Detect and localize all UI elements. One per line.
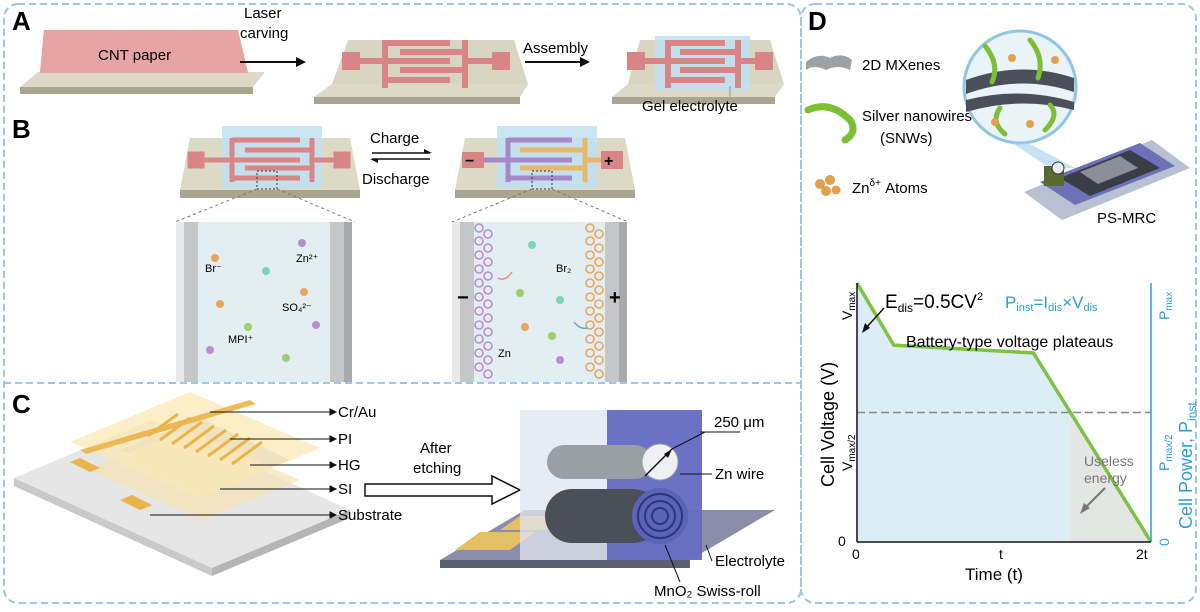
ion-mpi: MPI⁺ [228,334,254,346]
energy-formula: Edis=0.5CV2 [885,291,983,315]
ion-so4: SO₄²⁻ [282,302,312,314]
plus-terminal: + [604,153,613,170]
etching-arrow [364,474,522,506]
assembled-device-slab [612,36,784,104]
device-label: PS-MRC [1097,210,1156,227]
assembly-label: Assembly [523,40,589,57]
x-axis-label: Time (t) [965,565,1023,584]
legend-snw-1: Silver nanowires [862,108,972,125]
gel-electrolyte-label: Gel electrolyte [642,98,738,115]
layered-device [14,392,350,576]
swiss-roll-device [440,410,775,568]
legend-zn: Znδ+ Atoms [852,178,928,197]
swiss-roll-label: MnO₂ Swiss-roll [654,583,761,600]
laser-label-1: Laser [244,5,282,22]
mxene-icon [806,55,852,70]
legend-snw-2: (SNWs) [880,130,933,147]
layer-leaders [150,408,338,519]
x-tick-0: 0 [852,546,860,562]
ion-zn-metal: Zn [498,348,511,360]
panel-label-b: B [12,114,31,144]
y-tick-right-0: 0 [1156,538,1172,546]
arrow-assembly [525,57,590,67]
swiss-roll-leader [664,544,681,583]
electrolyte-label: Electrolyte [715,553,785,570]
layer-hg: HG [338,457,361,474]
legend-mxenes: 2D MXenes [862,57,940,74]
power-formula: Pinst=Idis×Vdis [1005,293,1098,314]
electrolyte-leader [705,544,713,562]
charge-label: Charge [370,130,419,147]
layer-si: SI [338,481,352,498]
magnified-structure [962,29,1078,168]
cell-discharged [176,222,352,382]
cell-plus-sign: + [609,287,621,309]
x-tick-t: t [999,546,1003,562]
y-tick-right-max: Pmax [1156,292,1175,320]
laser-label-2: carving [240,25,288,42]
ps-mrc-device [1024,140,1190,220]
device-charged: − + [455,126,635,198]
device-discharged [180,126,360,198]
etch-label-1: After [420,440,452,457]
chart-annotations: Edis=0.5CV2 Pinst=Idis×Vdis Battery-type… [862,291,1134,514]
y-axis-left-label: Cell Voltage (V) [818,362,838,487]
y-tick-left-0: 0 [838,533,846,549]
panel-label-c: C [12,389,31,419]
cnt-paper-label: CNT paper [98,47,171,64]
cell-chart: Edis=0.5CV2 Pinst=Idis×Vdis Battery-type… [818,282,1199,584]
panel-label-a: A [12,6,31,36]
cell-charged [452,222,627,382]
cell-minus-sign: − [457,287,469,309]
plateau-label: Battery-type voltage plateaus [906,334,1113,351]
layer-substrate: Substrate [338,507,402,524]
frame-d [800,3,1197,604]
ion-br2: Br₂ [556,263,571,275]
zoom-lines [174,188,629,223]
cnt-paper-slab [20,30,265,94]
arrow-laser [240,57,306,67]
zn-atoms-icon [815,175,841,196]
voltage-discharge-curve [855,282,1153,543]
etch-label-2: etching [413,460,461,477]
y-tick-left-max: Vmax [839,292,858,320]
discharge-label: Discharge [362,171,430,188]
useless-energy-label-2: energy [1084,470,1127,486]
layer-pi: PI [338,431,352,448]
charge-discharge-arrows [370,149,432,163]
carved-pattern-slab [314,40,528,104]
y-tick-left-half: Vmax/2 [839,434,858,471]
silver-nanowire-icon [804,103,857,144]
x-tick-2t: 2t [1136,546,1148,562]
ion-br-minus: Br⁻ [205,263,222,275]
ion-zn2plus: Zn²⁺ [296,253,319,265]
panel-label-d: D [808,6,827,36]
y-axis-right-label: Cell Power, Pinst [1176,402,1199,529]
layer-cr-au: Cr/Au [338,404,376,421]
useless-energy-label-1: Useless [1084,453,1134,469]
dimension-label: 250 μm [714,414,764,431]
minus-terminal: − [465,153,474,170]
zn-wire-label: Zn wire [715,466,764,483]
y-tick-right-half: Pmax/2 [1156,434,1175,471]
